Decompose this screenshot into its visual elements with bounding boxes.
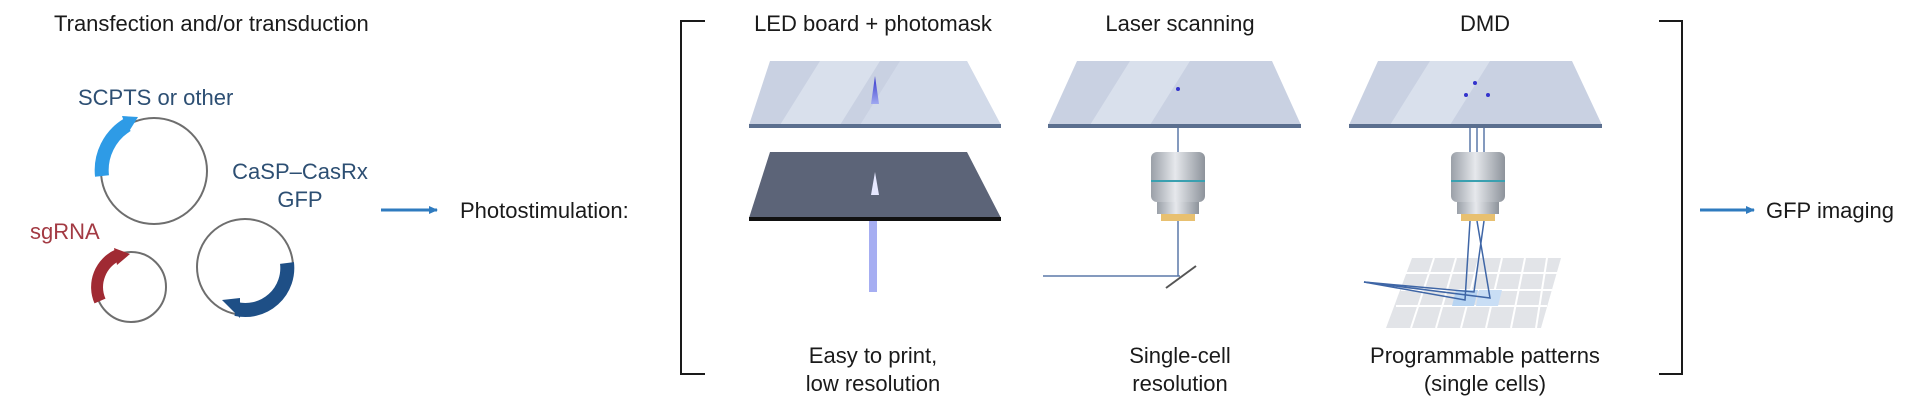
method-title-laser: Laser scanning xyxy=(1105,11,1255,36)
led-light-beam xyxy=(869,160,877,292)
diagram-title: Transfection and/or transduction xyxy=(54,11,369,36)
plasmid-scpts xyxy=(94,116,208,225)
dmd-objective-icon xyxy=(1451,152,1505,221)
caption-led-line1: Easy to print, xyxy=(808,343,938,368)
led-photomask-setup xyxy=(749,61,1001,292)
sgrna-arrow-icon xyxy=(114,248,130,265)
laser-scanning-setup xyxy=(1043,61,1301,289)
scpts-arrow-icon xyxy=(122,116,138,133)
plasmid-sgrna xyxy=(91,248,167,323)
left-bracket xyxy=(680,20,705,375)
plasmid-casrx xyxy=(196,218,295,318)
method-title-led: LED board + photomask xyxy=(754,11,992,36)
laser-objective-icon xyxy=(1151,152,1205,221)
caption-led-line2: low resolution xyxy=(805,371,941,396)
casrx-label-line1: CaSP–CasRx xyxy=(232,159,368,184)
casrx-arrow-icon xyxy=(222,298,240,318)
casrx-label-line2: GFP xyxy=(277,187,323,212)
caption-dmd-line1: Programmable patterns xyxy=(1370,343,1600,368)
dmd-mirror-grid-icon xyxy=(1386,257,1561,329)
caption-laser-line2: resolution xyxy=(1132,371,1228,396)
scanning-mirror xyxy=(1165,265,1197,289)
photostimulation-label: Photostimulation: xyxy=(460,198,629,223)
scpts-label: SCPTS or other xyxy=(78,85,234,110)
method-title-dmd: DMD xyxy=(1459,11,1511,36)
dmd-setup xyxy=(1349,61,1602,329)
caption-laser-line1: Single-cell xyxy=(1129,343,1231,368)
caption-dmd-line2: (single cells) xyxy=(1423,371,1547,396)
right-bracket xyxy=(1659,20,1683,375)
gfp-imaging-label: GFP imaging xyxy=(1766,198,1894,223)
sgrna-label: sgRNA xyxy=(30,219,100,244)
